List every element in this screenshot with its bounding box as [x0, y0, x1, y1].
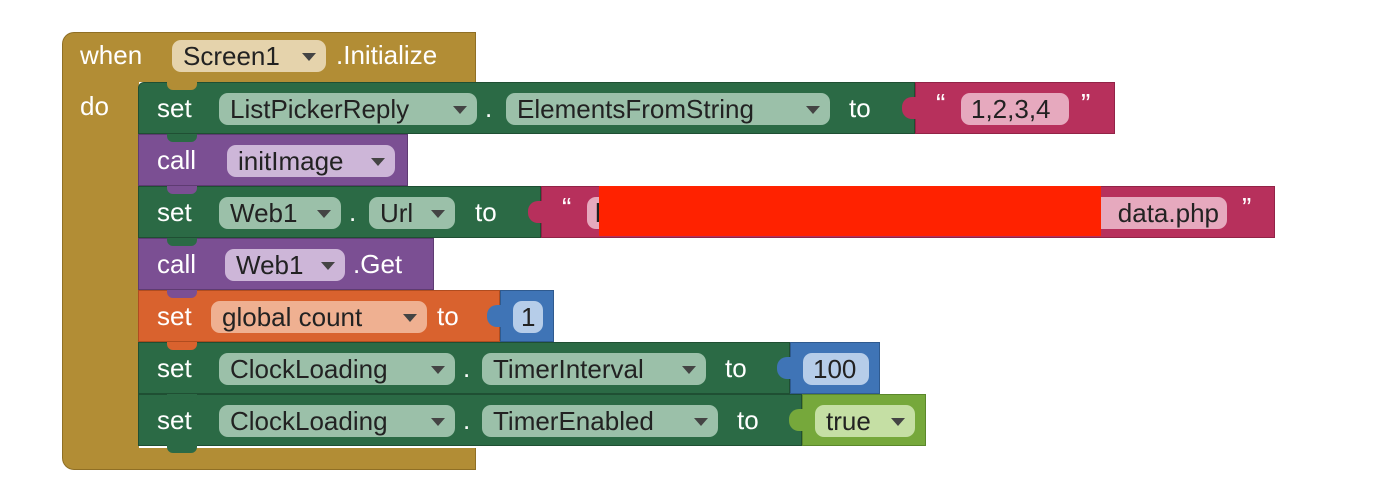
redaction-bar — [599, 186, 1101, 236]
block-connector-notch — [167, 134, 197, 142]
block-connector-notch — [167, 394, 197, 402]
close-quote: ” — [1081, 88, 1091, 119]
property-name: TimerEnabled — [493, 406, 654, 436]
number-value: 100 — [813, 354, 857, 384]
chevron-down-icon — [431, 366, 445, 374]
number-value: 1 — [521, 302, 536, 332]
call-initimage-block[interactable]: call initImage — [138, 134, 408, 186]
event-block-spine — [62, 81, 139, 470]
clockloading-dropdown[interactable]: ClockLoading — [219, 405, 455, 437]
set-web1-url-block[interactable]: set Web1 . Url to — [138, 186, 541, 238]
component-name: Web1 — [236, 250, 304, 280]
chevron-down-icon — [321, 262, 335, 270]
component-name: ClockLoading — [230, 406, 388, 436]
set-keyword: set — [157, 353, 192, 383]
chevron-down-icon — [431, 210, 445, 218]
block-connector-notch — [167, 290, 197, 298]
open-quote: “ — [562, 192, 572, 223]
chevron-down-icon — [371, 158, 385, 166]
chevron-down-icon — [682, 366, 696, 374]
to-label: to — [475, 197, 497, 227]
property-name: ElementsFromString — [517, 94, 754, 124]
set-keyword: set — [157, 301, 192, 331]
block-connector-notch — [167, 186, 197, 194]
text-literal-block[interactable]: “ 1,2,3,4 ” — [902, 82, 1115, 134]
chevron-down-icon — [806, 106, 820, 114]
component-name: ListPickerReply — [230, 94, 410, 124]
block-connector-notch — [167, 342, 197, 350]
chevron-down-icon — [302, 53, 316, 61]
event-block-screen1-initialize[interactable]: when Screen1 .Initialize do — [62, 32, 476, 470]
chevron-down-icon — [431, 418, 445, 426]
block-bottom-notch — [167, 445, 197, 453]
property-name: TimerInterval — [493, 354, 644, 384]
number-value-field[interactable]: 1 — [513, 301, 543, 333]
logic-value-dropdown[interactable]: true — [815, 405, 915, 437]
set-clockloading-timerenabled-block[interactable]: set ClockLoading . TimerEnabled to — [138, 394, 802, 453]
global-count-dropdown[interactable]: global count — [211, 301, 427, 333]
initimage-dropdown[interactable]: initImage — [227, 145, 395, 177]
logic-literal-block-true[interactable]: true — [789, 394, 926, 446]
when-label: when — [80, 40, 143, 70]
dot-separator: . — [463, 353, 471, 383]
call-keyword: call — [157, 249, 197, 279]
url-text-end: data.php — [1117, 198, 1219, 228]
to-label: to — [725, 353, 747, 383]
clockloading-dropdown[interactable]: ClockLoading — [219, 353, 455, 385]
set-keyword: set — [157, 93, 192, 123]
event-block-footer — [122, 448, 476, 470]
call-keyword: call — [157, 145, 197, 175]
text-value-field[interactable]: 1,2,3,4 — [961, 93, 1069, 125]
value-plug-connector — [902, 97, 916, 119]
block-connector-notch — [167, 82, 197, 90]
timerenabled-dropdown[interactable]: TimerEnabled — [482, 405, 718, 437]
to-label: to — [737, 405, 759, 435]
to-label: to — [849, 93, 871, 123]
set-clockloading-timerinterval-block[interactable]: set ClockLoading . TimerInterval to — [138, 342, 790, 394]
to-label: to — [437, 301, 459, 331]
number-literal-block-100[interactable]: 100 — [777, 342, 880, 394]
property-name: Url — [380, 198, 414, 228]
elementsfromstring-dropdown[interactable]: ElementsFromString — [506, 93, 830, 125]
web1-component-dropdown[interactable]: Web1 — [225, 249, 345, 281]
chevron-down-icon — [453, 106, 467, 114]
method-name: .Get — [353, 249, 403, 279]
url-dropdown[interactable]: Url — [369, 197, 455, 229]
text-value: 1,2,3,4 — [971, 94, 1051, 124]
value-plug-connector — [789, 409, 803, 431]
block-connector-notch — [167, 238, 197, 246]
procedure-name: initImage — [238, 146, 344, 176]
set-keyword: set — [157, 405, 192, 435]
close-quote: ” — [1242, 192, 1252, 223]
chevron-down-icon — [891, 418, 905, 426]
call-web1-get-block[interactable]: call Web1 .Get — [138, 238, 434, 290]
dot-separator: . — [485, 93, 493, 123]
listpickerreply-dropdown[interactable]: ListPickerReply — [219, 93, 477, 125]
screen1-dropdown[interactable]: Screen1 — [172, 40, 326, 72]
chevron-down-icon — [403, 314, 417, 322]
value-plug-connector — [777, 357, 791, 379]
event-name-label: .Initialize — [336, 40, 438, 70]
component-name: ClockLoading — [230, 354, 388, 384]
screen1-dropdown-label: Screen1 — [183, 41, 280, 71]
web1-dropdown[interactable]: Web1 — [219, 197, 341, 229]
value-plug-connector — [528, 201, 542, 223]
number-value-field[interactable]: 100 — [803, 353, 869, 385]
open-quote: “ — [936, 88, 946, 119]
timerinterval-dropdown[interactable]: TimerInterval — [482, 353, 706, 385]
chevron-down-icon — [694, 418, 708, 426]
component-name: Web1 — [230, 198, 298, 228]
dot-separator: . — [349, 197, 357, 227]
variable-name: global count — [222, 302, 363, 332]
dot-separator: . — [463, 405, 471, 435]
logic-value: true — [826, 406, 871, 436]
set-listpickerreply-elementsfromstring-block[interactable]: set ListPickerReply . ElementsFromString… — [138, 82, 915, 134]
do-label: do — [80, 91, 109, 121]
chevron-down-icon — [317, 210, 331, 218]
set-global-count-block[interactable]: set global count to — [138, 290, 500, 342]
set-keyword: set — [157, 197, 192, 227]
number-literal-block-1[interactable]: 1 — [487, 290, 554, 342]
value-plug-connector — [487, 305, 501, 327]
